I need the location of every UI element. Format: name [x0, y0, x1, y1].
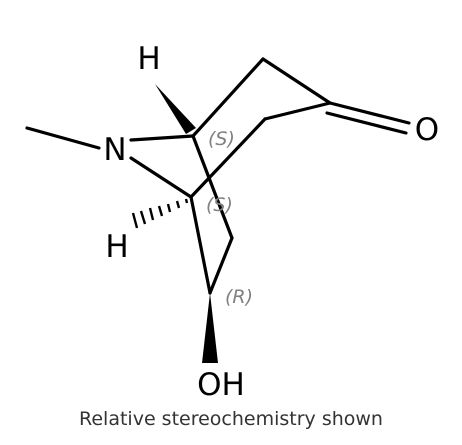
atom-oh: OH — [197, 367, 245, 403]
stereo-label-top-bridgehead: (S) — [208, 128, 235, 150]
hashed-bond-bottom-h — [131, 198, 189, 229]
bond-n-c5 — [129, 156, 193, 199]
atom-o-ketone: O — [415, 112, 439, 148]
bond-c4-c5 — [189, 117, 267, 199]
bond-c1-c2 — [191, 57, 265, 138]
caption: Relative stereochemistry shown — [79, 408, 383, 430]
atom-h-bottom: H — [105, 229, 128, 265]
bond-carbonyl-2 — [325, 111, 408, 135]
atom-n: N — [103, 132, 126, 168]
bond-n-c1 — [129, 134, 195, 142]
bond-c7-c6 — [208, 236, 234, 295]
bond-n-methyl — [25, 126, 101, 150]
bond-c2-c3 — [261, 57, 332, 105]
stereo-label-bottom-bridgehead: (S) — [206, 194, 233, 216]
bond-c5-c6 — [189, 195, 212, 295]
stereo-label-carbinol: (R) — [225, 286, 253, 308]
atom-h-top: H — [137, 41, 160, 77]
wedge-bond-top-h — [155, 84, 196, 134]
bond-c1-c7 — [191, 134, 234, 240]
bond-carbonyl-1 — [328, 101, 411, 125]
bonds — [25, 57, 411, 295]
wedge-bond-oh — [202, 293, 218, 363]
bond-c3-c4 — [263, 101, 332, 121]
